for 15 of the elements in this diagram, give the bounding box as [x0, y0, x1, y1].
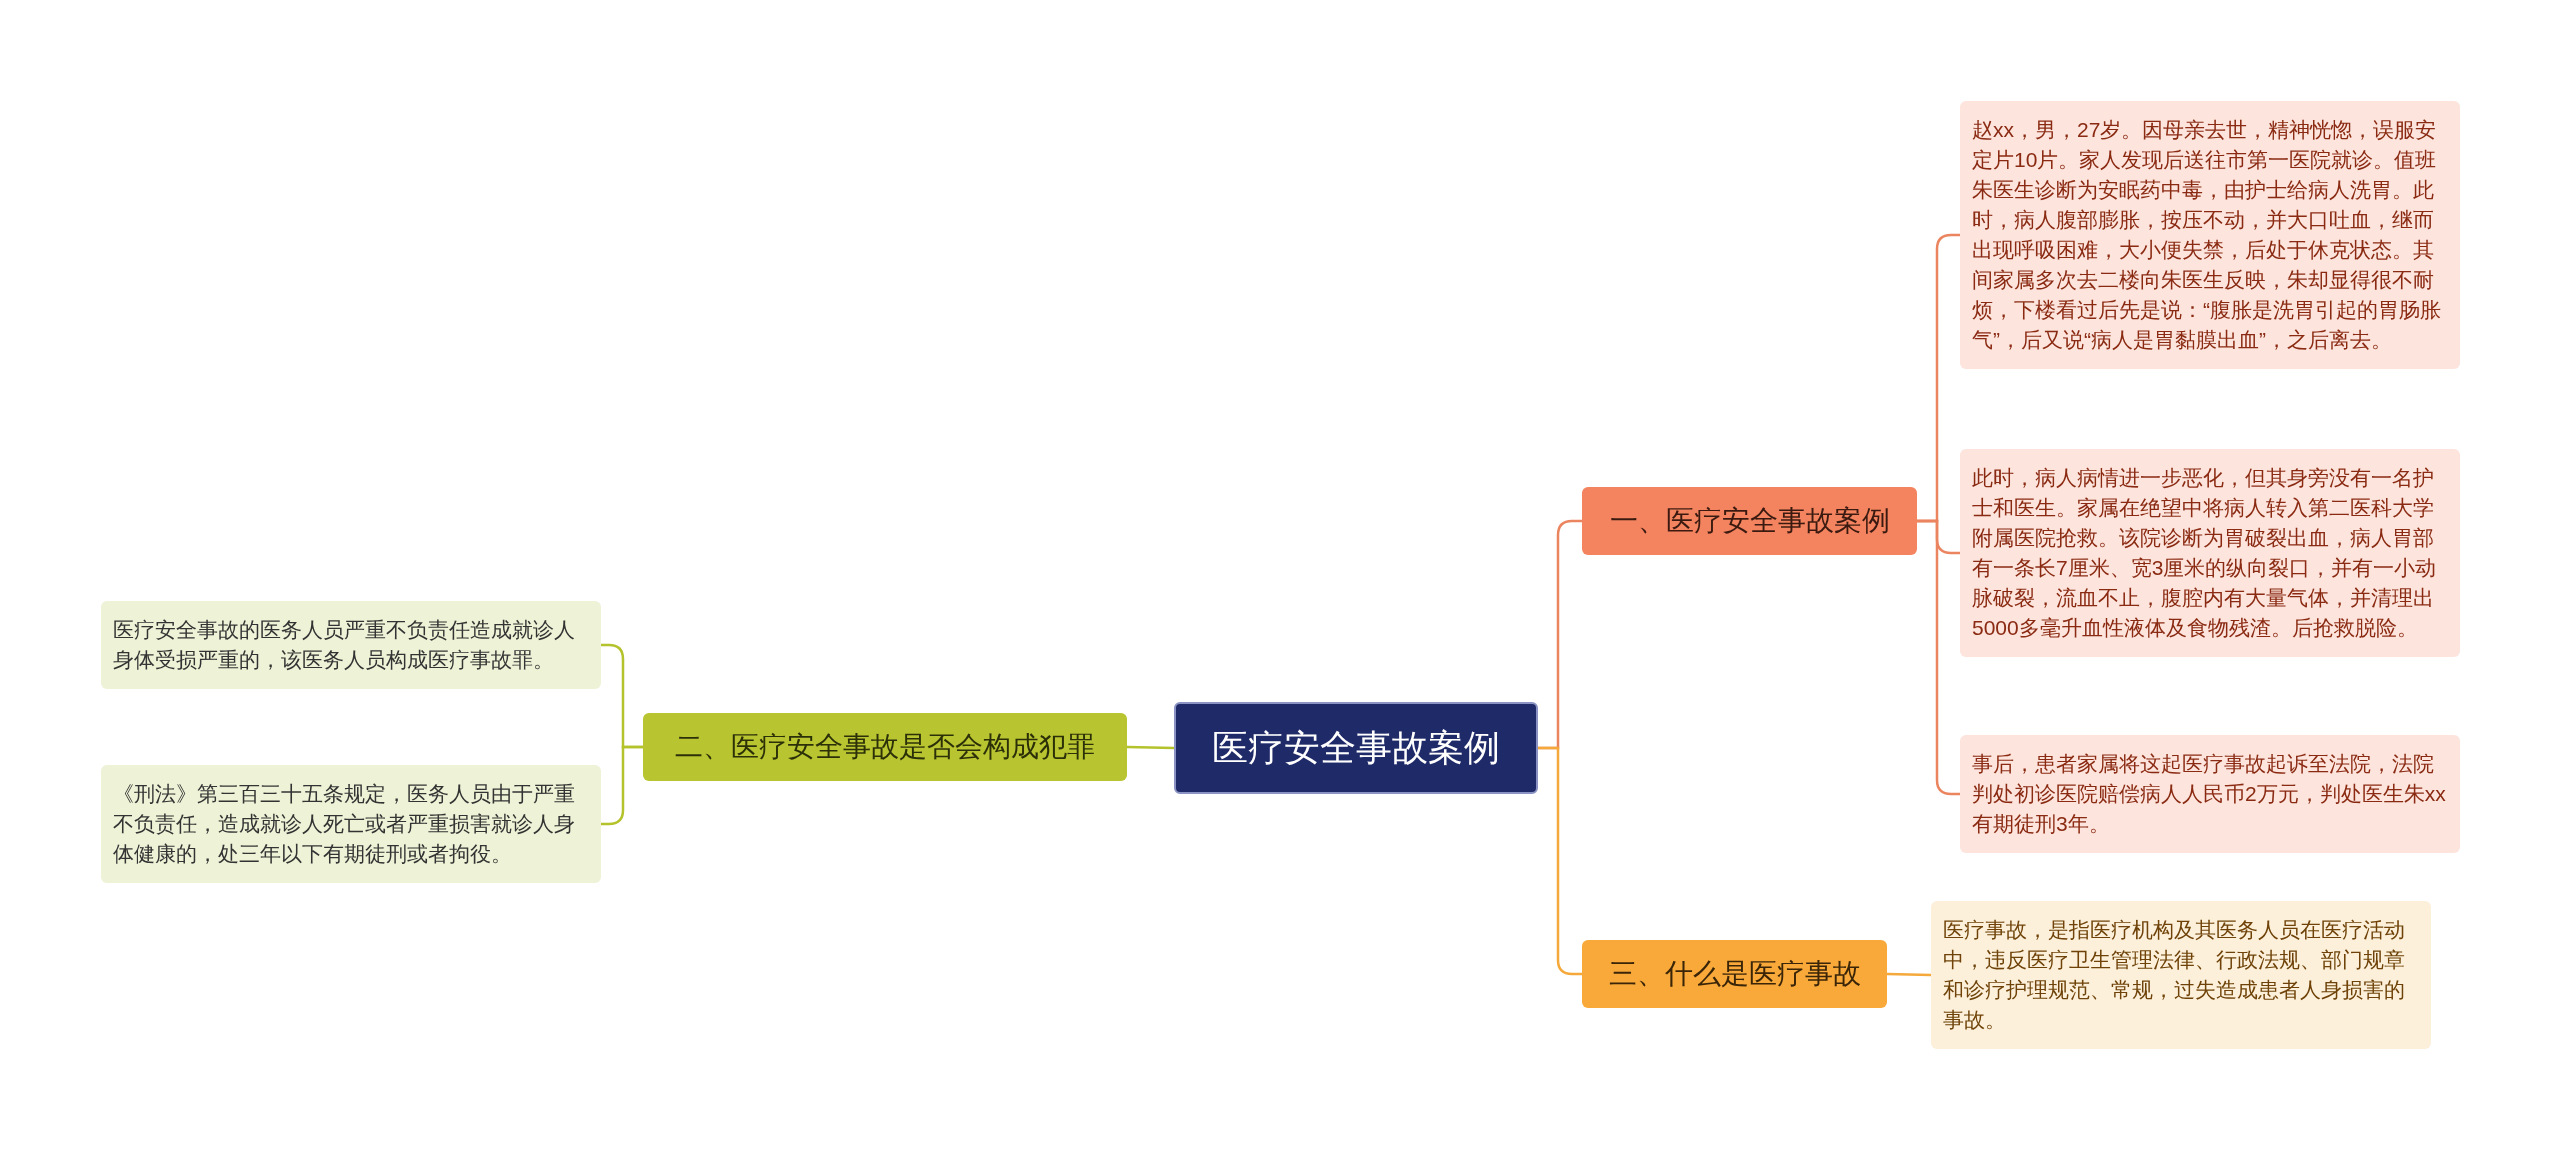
- leaf-card: 赵xx，男，27岁。因母亲去世，精神恍惚，误服安定片10片。家人发现后送往市第一医院就诊。值班朱医生诊断为安眠药中毒，由护士给病人洗胃。此时，病人腹部膨胀，按压不动，并大口吐血，继而出现呼吸困难，大小便失禁，后处于休克状态。其间家属多次去二楼向朱医生反映，朱却显得很不耐烦，下楼看过后先是说：“腹胀是洗胃引起的胃肠胀气”，后又说“病人是胃黏膜出血”，之后离去。: [1960, 101, 2460, 369]
- leaf-card: 医疗事故，是指医疗机构及其医务人员在医疗活动中，违反医疗卫生管理法律、行政法规、部门规章和诊疗护理规范、常规，过失造成患者人身损害的事故。: [1931, 901, 2431, 1049]
- leaf-card: 医疗安全事故的医务人员严重不负责任造成就诊人身体受损严重的，该医务人员构成医疗事故罪。: [101, 601, 601, 689]
- connector-line: [1917, 519, 1960, 796]
- branch-topic: 二、医疗安全事故是否会构成犯罪: [643, 713, 1127, 781]
- leaf-card: 此时，病人病情进一步恶化，但其身旁没有一名护士和医生。家属在绝望中将病人转入第二医科大学附属医院抢救。该院诊断为胃破裂出血，病人胃部有一条长7厘米、宽3厘米的纵向裂口，并有一小动脉破裂，流血不止，腹腔内有大量气体，并清理出5000多毫升血性液体及食物残渣。后抢救脱险。: [1960, 449, 2460, 657]
- connector-line: [1126, 745, 1175, 750]
- branch-topic: 一、医疗安全事故案例: [1582, 487, 1917, 555]
- branch-topic: 三、什么是医疗事故: [1582, 940, 1887, 1008]
- root-topic: 医疗安全事故案例: [1174, 702, 1538, 794]
- connector-line: [1886, 972, 1932, 977]
- connector-line: [1538, 746, 1582, 976]
- leaf-card: 事后，患者家属将这起医疗事故起诉至法院，法院判处初诊医院赔偿病人人民币2万元，判处医生朱xx有期徒刑3年。: [1960, 735, 2460, 853]
- leaf-card: 《刑法》第三百三十五条规定，医务人员由于严重不负责任，造成就诊人死亡或者严重损害就诊人身体健康的，处三年以下有期徒刑或者拘役。: [101, 765, 601, 883]
- connector-line: [601, 745, 643, 826]
